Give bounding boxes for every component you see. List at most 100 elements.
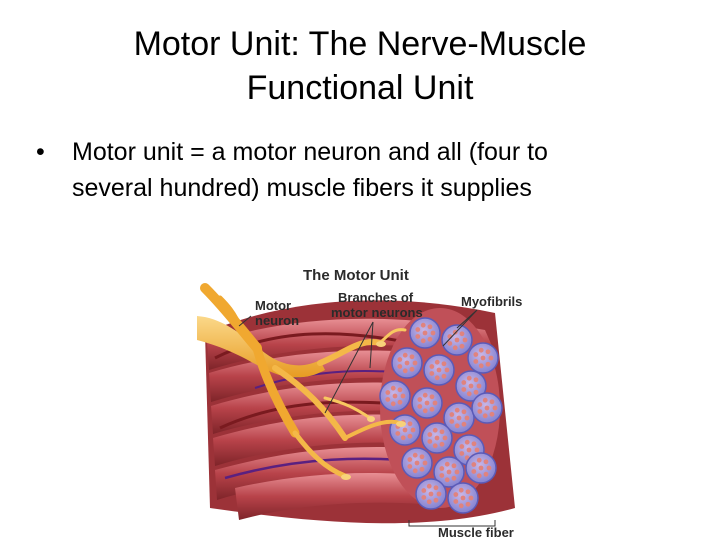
myofibril-dot	[409, 354, 415, 360]
myofibril-dot	[454, 469, 460, 475]
label-motor-neuron-line-2: neuron	[255, 313, 299, 328]
myofibril-dot	[477, 402, 483, 407]
myofibril-dot	[453, 492, 459, 497]
motor-unit-figure: The Motor Unit Motor neuron Branches of …	[195, 258, 540, 540]
myofibril-dot	[429, 364, 435, 369]
myofibril-dot	[489, 399, 495, 405]
myofibril-dot	[433, 485, 439, 491]
myofibril-dot	[424, 400, 430, 406]
myofibril-dot	[433, 497, 439, 503]
myofibril-dot	[436, 367, 442, 373]
myofibril-dot	[485, 349, 491, 355]
myofibril-dot	[484, 405, 490, 411]
myofibril-dot	[402, 368, 408, 374]
myofibril-dot	[412, 452, 418, 458]
motor-unit-illustration: The Motor Unit Motor neuron Branches of …	[197, 267, 522, 540]
myofibril-dot	[474, 447, 480, 453]
myofibril-dot	[439, 473, 445, 478]
myofibril-dot	[426, 483, 432, 489]
bullet-line-1: Motor unit = a motor neuron and all (fou…	[72, 138, 548, 166]
myofibril-dot	[419, 466, 425, 472]
myofibril-dot	[451, 463, 457, 469]
slide-title: Motor Unit: The Nerve-Muscle Functional …	[60, 22, 660, 110]
myofibril-dot	[459, 451, 465, 456]
myofibril-dot	[460, 495, 466, 501]
myofibril-dot	[429, 371, 435, 376]
myofibril-dot	[427, 336, 433, 342]
myofibril-dot	[432, 443, 438, 449]
myofibril-dot	[447, 341, 453, 346]
myofibril-dot	[417, 397, 423, 402]
label-branches-line-2: motor neurons	[331, 305, 423, 320]
myofibril-dot	[466, 375, 472, 381]
bullet-item: • Motor unit = a motor neuron and all (f…	[36, 134, 686, 206]
myofibril-dot	[452, 329, 458, 335]
myofibril-dot	[390, 385, 396, 391]
myofibril-dot	[400, 435, 406, 441]
slide-title-line-2: Functional Unit	[246, 69, 474, 107]
myofibril-dot	[409, 366, 415, 372]
label-myofibrils: Myofibrils	[461, 294, 522, 309]
myofibril-dot	[461, 409, 467, 415]
myofibril-dot	[441, 373, 447, 379]
myofibril-dot	[439, 466, 445, 471]
myofibril-dot	[465, 489, 471, 495]
myofibril-dot	[482, 413, 488, 419]
myofibril-dot	[402, 352, 408, 358]
myofibril-dot	[461, 387, 467, 392]
myofibril-dot	[421, 488, 427, 493]
myofibril-dot	[473, 359, 479, 364]
myofibril-dot	[427, 432, 433, 437]
myofibril-dot	[410, 427, 416, 433]
myofibril-dot	[434, 375, 440, 381]
myofibril-dot	[473, 352, 479, 357]
myofibril-dot	[449, 412, 455, 417]
myofibril-dot	[392, 393, 398, 399]
myofibril-dot	[412, 360, 418, 366]
myofibril-dot	[436, 491, 442, 497]
myofibril-dot	[420, 338, 426, 344]
slide-title-line-1: Motor Unit: The Nerve-Muscle	[133, 25, 587, 63]
myofibril-dot	[414, 460, 420, 466]
motor-neuron	[197, 283, 407, 480]
myofibril-dot	[420, 322, 426, 328]
myofibril-dot	[468, 383, 474, 389]
myofibril-dot	[478, 363, 484, 369]
myofibril-dot	[407, 457, 413, 462]
myofibril-dot	[462, 337, 468, 343]
myofibril-dot	[459, 343, 465, 349]
myofibril-dot	[453, 499, 459, 504]
myofibril-dot	[427, 439, 433, 444]
myofibril-dot	[454, 423, 460, 429]
myofibril-dot	[422, 392, 428, 398]
myofibril-dot	[482, 397, 488, 403]
myofibril-dot	[419, 454, 425, 460]
myofibril-dot	[407, 433, 413, 439]
myofibril-dot	[449, 419, 455, 424]
myofibril-dot	[415, 327, 421, 332]
myofibril-dot	[456, 415, 462, 421]
myofibril-dot	[422, 460, 428, 466]
myofibril-dot	[476, 473, 482, 479]
myofibril-dot	[400, 393, 406, 399]
myofibril-dot	[429, 406, 435, 412]
myofibril-dot	[444, 477, 450, 483]
myofibril-dot	[404, 360, 410, 366]
myofibril-dot	[483, 459, 489, 465]
myofibril-dot	[434, 359, 440, 365]
myofibril-dot	[477, 409, 483, 414]
myofibril-dot	[473, 377, 479, 383]
myofibril-dot	[454, 337, 460, 343]
myofibril-dot	[471, 462, 477, 467]
myofibril-dot	[478, 347, 484, 353]
myofibril-dot	[385, 390, 391, 395]
myofibril-dot	[432, 427, 438, 433]
myofibril-dot	[421, 495, 427, 500]
myofibril-dot	[430, 330, 436, 336]
myofibril-dot	[466, 391, 472, 397]
myofibril-dot	[415, 334, 421, 339]
myofibril-dot	[429, 394, 435, 400]
myofibril-dot	[407, 421, 413, 427]
myofibril-dot	[428, 491, 434, 497]
myofibril-dot	[468, 495, 474, 501]
